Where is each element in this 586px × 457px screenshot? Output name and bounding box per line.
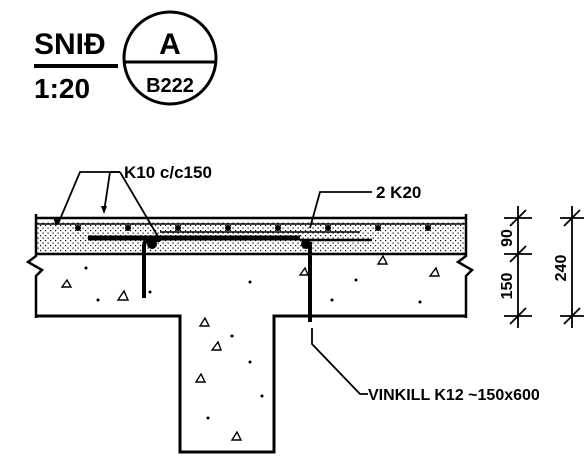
beam-bar-right-dot (301, 239, 311, 249)
slab-beam-outline (36, 314, 466, 454)
leader-mesh-2 (103, 171, 120, 213)
dim-slab: 150 (499, 273, 516, 300)
beam-bar-left-dot (147, 239, 157, 249)
mesh-bar-dots (75, 225, 431, 231)
aggregate-marks (60, 254, 441, 441)
beam-bar-callout: 2 K20 (376, 183, 421, 202)
leader-angle-bar (311, 328, 368, 395)
concrete-section (25, 214, 475, 454)
scale-label: 1:20 (34, 73, 90, 104)
leader-lines (57, 171, 372, 395)
leader-mesh-1 (57, 171, 120, 225)
left-break-line (25, 214, 45, 318)
dim-topping: 90 (499, 229, 516, 247)
dim-total: 240 (553, 255, 570, 282)
angle-bar-right (302, 242, 312, 322)
dimension-lines (504, 206, 584, 328)
right-break-line (455, 214, 475, 318)
sheet-reference: B222 (146, 75, 194, 97)
mesh-callout: K10 c/c150 (124, 163, 212, 182)
section-mark-letter: A (159, 28, 181, 61)
aggregate-dots (84, 266, 422, 420)
leader-beam-bar (309, 191, 372, 229)
leader-mesh-3 (119, 171, 161, 241)
angle-bar-callout: VINKILL K12 ~150x600 (368, 387, 540, 404)
section-mark-circle (122, 10, 218, 106)
title-block: SNIÐ 1:20 A B222 (34, 10, 218, 106)
leader-arrows (53, 206, 107, 226)
section-label: SNIÐ (34, 28, 106, 61)
